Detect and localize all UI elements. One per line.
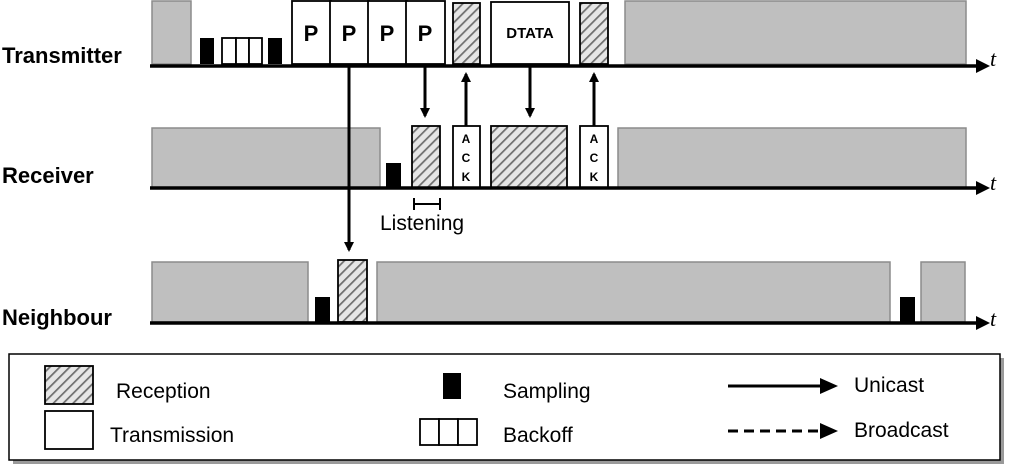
transmitter-timeline-arrowhead: [976, 59, 990, 73]
neighbour-sampling-2: [900, 297, 915, 322]
preamble-4: P: [405, 0, 446, 65]
svg-text:DTATA: DTATA: [506, 25, 554, 42]
svg-text:P: P: [304, 21, 319, 46]
svg-text:P: P: [380, 21, 395, 46]
receiver-sleep-period-1: [151, 127, 381, 189]
receiver-time-label: t: [990, 170, 997, 195]
legend-reception-label: Reception: [116, 380, 211, 403]
legend-sampling-swatch: [443, 373, 461, 399]
receiver-label: Receiver: [2, 163, 94, 188]
preamble-1: P: [291, 0, 332, 65]
svg-text:K: K: [590, 170, 599, 184]
preamble-3: P: [367, 0, 408, 65]
preamble-2: P: [329, 0, 370, 65]
legend-backoff-swatch: [419, 418, 478, 446]
legend-broadcast-arrowhead: [820, 423, 838, 439]
receiver-ack-2: A C K: [579, 125, 609, 189]
legend-transmission-label: Transmission: [110, 424, 234, 447]
legend-reception-swatch: [44, 365, 94, 405]
transmitter-label: Transmitter: [2, 43, 122, 68]
unicast-arrows: [344, 66, 599, 252]
legend-box: [8, 353, 1001, 461]
receiver-preamble-reception: [411, 125, 441, 189]
svg-text:K: K: [462, 170, 471, 184]
receiver-sleep-period-2: [617, 127, 967, 189]
legend-broadcast-label: Broadcast: [854, 419, 949, 442]
transmitter-sleep-period-1: [151, 0, 192, 65]
receiver-data-reception: [490, 125, 568, 189]
svg-text:P: P: [418, 21, 433, 46]
neighbour-sleep-period-3: [920, 261, 966, 323]
transmitter-ack-reception-2: [579, 2, 609, 65]
svg-text:C: C: [462, 151, 471, 165]
transmitter-backoff: [221, 37, 263, 65]
legend-unicast-arrowhead: [820, 378, 838, 394]
transmitter-sampling-1: [200, 38, 214, 64]
data-packet: DTATA: [490, 1, 570, 65]
transmitter-sampling-2: [268, 38, 282, 64]
svg-text:A: A: [462, 132, 471, 146]
receiver-row: Receiver t A C K A C K Listening: [2, 125, 997, 235]
neighbour-timeline-arrowhead: [976, 316, 990, 330]
neighbour-label: Neighbour: [2, 305, 112, 330]
neighbour-sampling-1: [315, 297, 330, 322]
receiver-timeline-arrowhead: [976, 181, 990, 195]
listening-interval: [413, 198, 441, 210]
transmitter-ack-reception-1: [452, 2, 481, 65]
legend: Reception Transmission Sampling Backoff …: [8, 353, 1004, 464]
legend-transmission-swatch: [44, 410, 94, 450]
transmitter-sleep-period-2: [624, 0, 967, 65]
neighbour-sleep-period-1: [151, 261, 309, 323]
legend-unicast-label: Unicast: [854, 374, 924, 397]
legend-backoff-label: Backoff: [503, 424, 573, 447]
receiver-sampling: [386, 163, 401, 188]
svg-text:P: P: [342, 21, 357, 46]
neighbour-preamble-reception: [337, 259, 368, 323]
transmitter-row: Transmitter t P P P P DTATA: [2, 0, 997, 73]
neighbour-sleep-period-2: [376, 261, 891, 323]
listening-label: Listening: [380, 212, 464, 235]
legend-sampling-label: Sampling: [503, 380, 591, 403]
receiver-ack-1: A C K: [452, 125, 481, 189]
neighbour-time-label: t: [990, 306, 997, 331]
neighbour-row: Neighbour t: [2, 259, 997, 331]
svg-text:C: C: [590, 151, 599, 165]
svg-text:A: A: [590, 132, 599, 146]
transmitter-time-label: t: [990, 46, 997, 71]
